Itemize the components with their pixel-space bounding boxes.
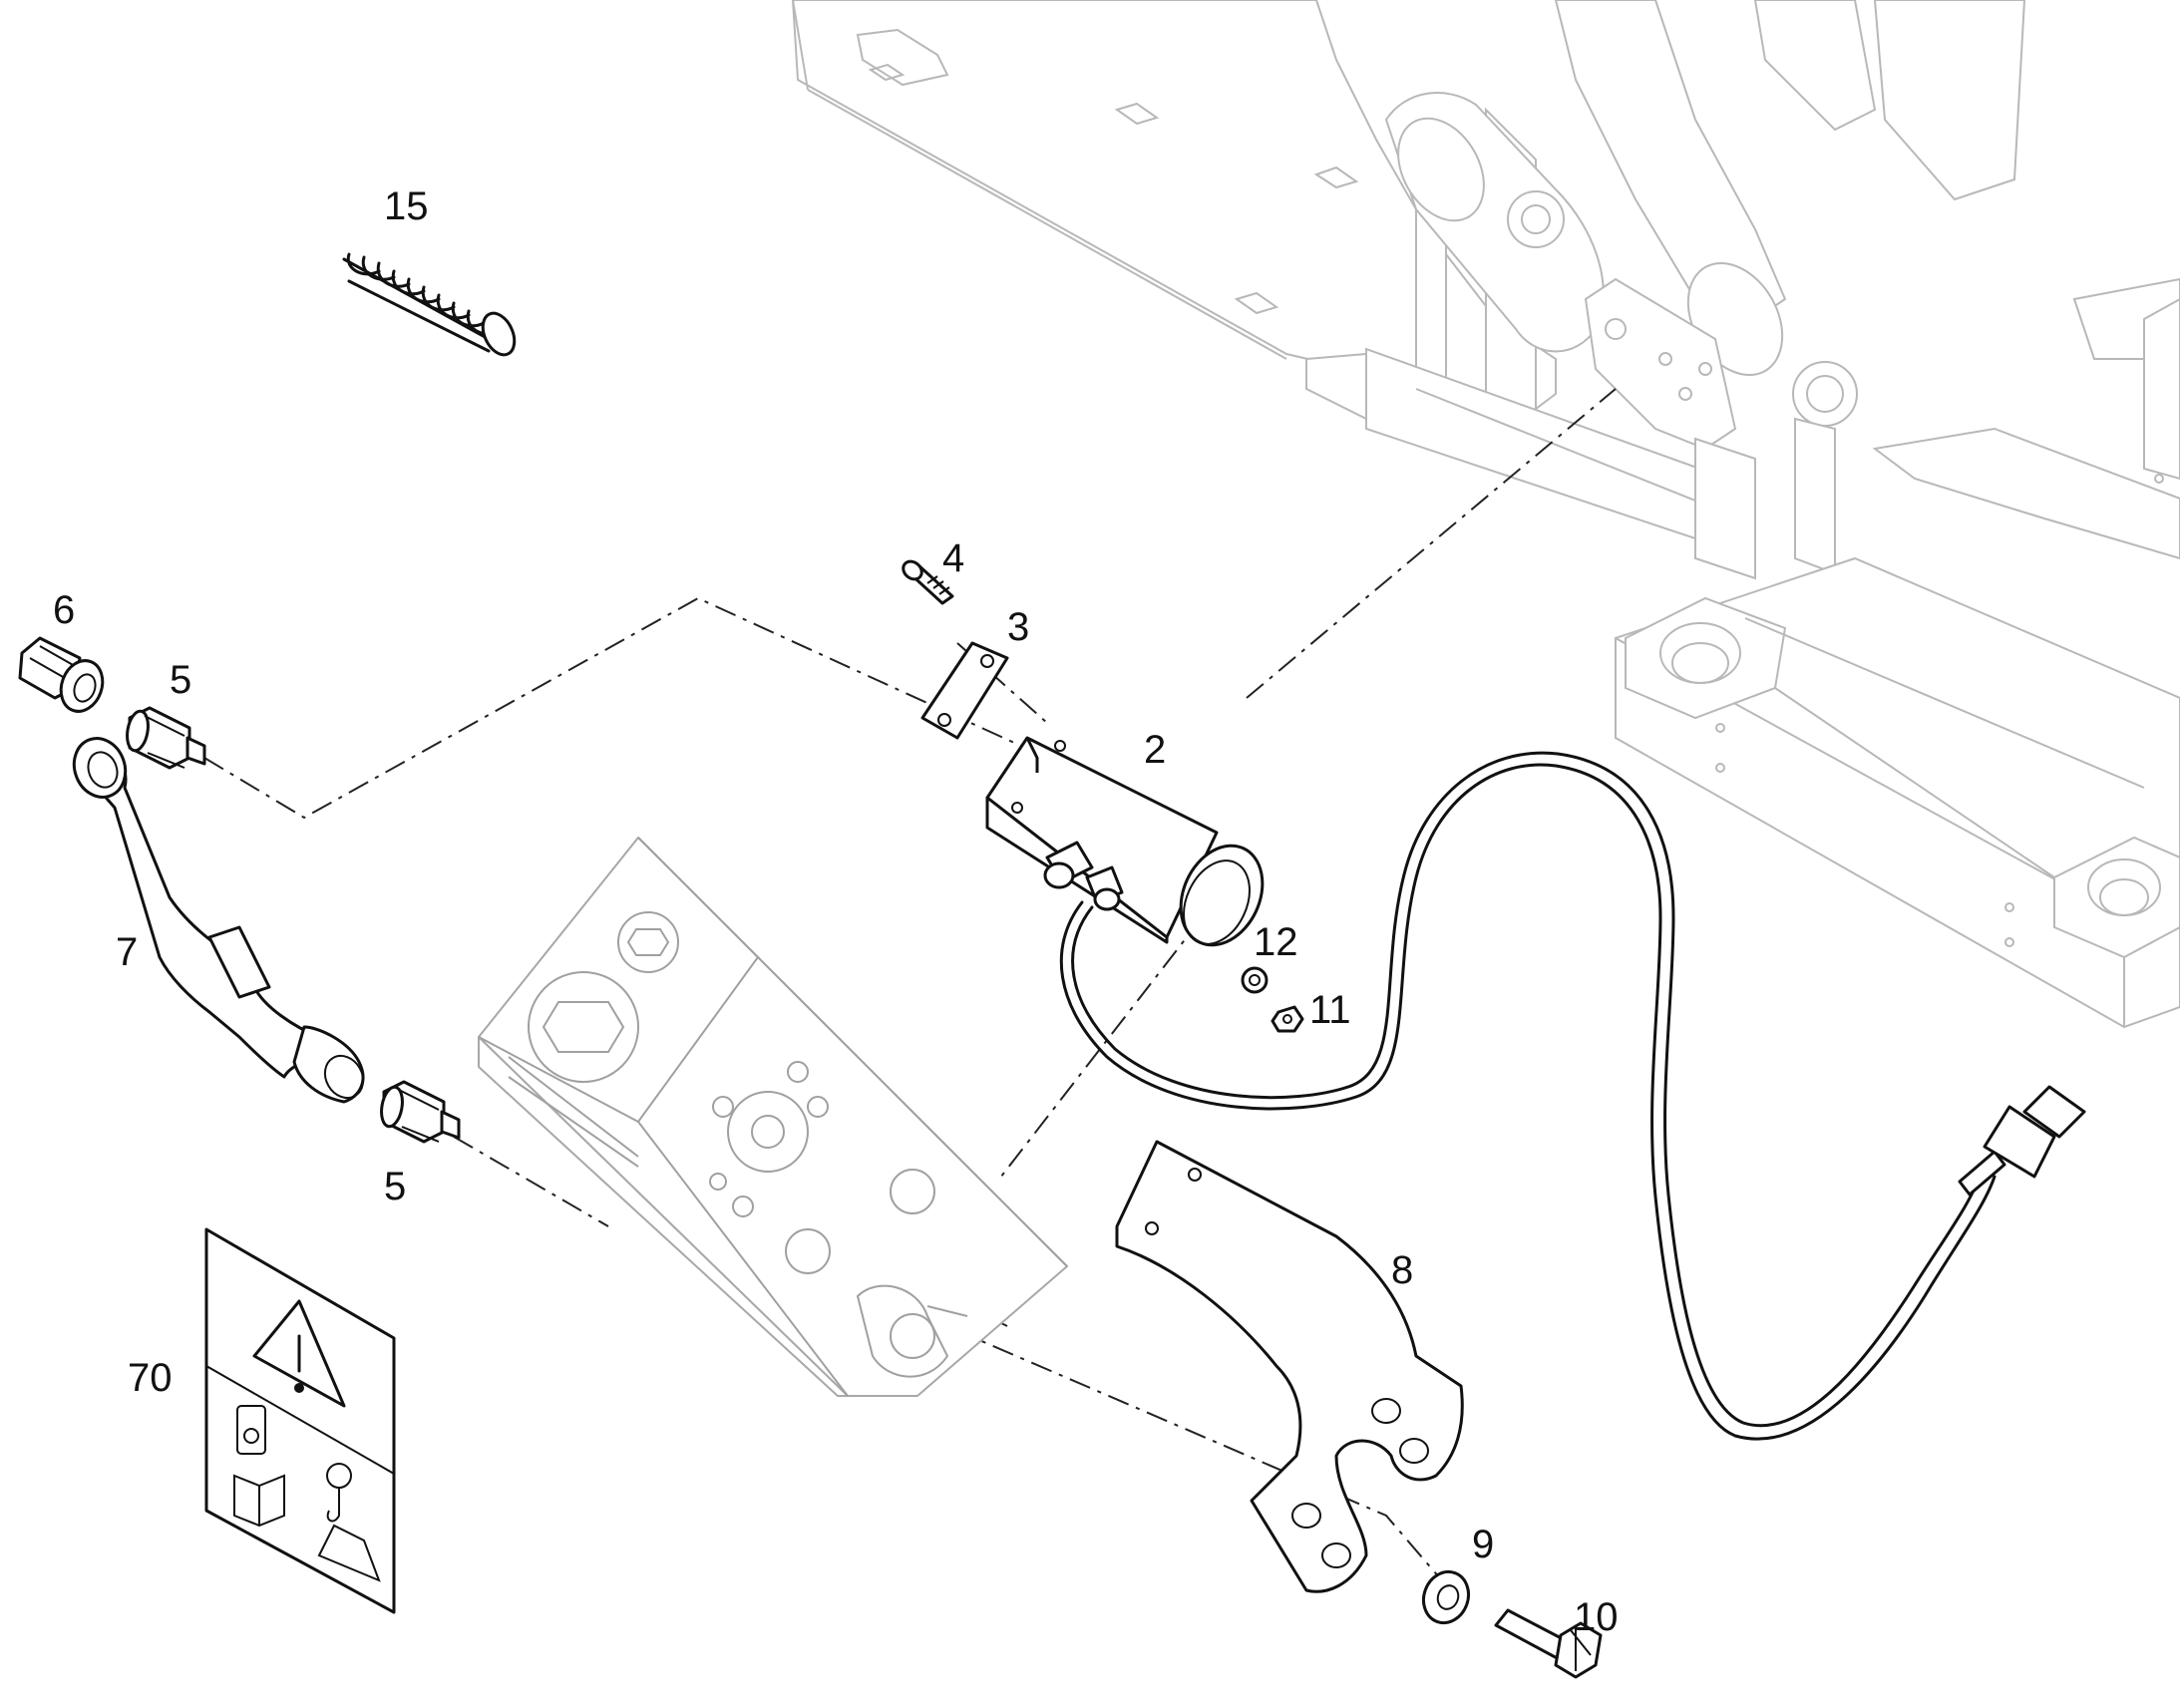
callout-7: 7 [116, 930, 138, 974]
solenoid-valve-part [985, 736, 1265, 947]
callout-12: 12 [1254, 920, 1298, 964]
callout-11: 11 [1309, 988, 1351, 1032]
nut-small-part [1271, 1005, 1304, 1033]
machine-frame-ghost [791, 0, 2180, 1029]
warning-label-part [204, 1227, 396, 1614]
callout-15: 15 [384, 184, 429, 228]
callout-10: 10 [1574, 1595, 1619, 1639]
callout-70: 70 [128, 1356, 173, 1400]
callout-2: 2 [1144, 728, 1166, 772]
spring-part [342, 252, 517, 357]
fitting-nut-part [18, 636, 105, 713]
cable-part [1059, 751, 2086, 1441]
hose-part [72, 737, 365, 1104]
hex-bolt-part [1494, 1608, 1603, 1679]
callout-3: 3 [1007, 605, 1029, 649]
plate-part [920, 641, 1009, 740]
callout-5-upper: 5 [170, 658, 191, 702]
callout-labels: 15 4 3 2 6 5 7 12 11 5 8 70 9 10 [53, 184, 1619, 1639]
adapter-part-lower [380, 1080, 461, 1144]
callout-8: 8 [1391, 1248, 1413, 1292]
bracket-part [1115, 1140, 1464, 1593]
callout-5-lower: 5 [384, 1165, 406, 1208]
bolt-part [902, 559, 954, 605]
washer-part [1421, 1569, 1471, 1625]
callout-4: 4 [942, 536, 964, 580]
callout-9: 9 [1472, 1523, 1494, 1566]
adapter-part-upper [126, 706, 206, 770]
washer-small-part [1241, 966, 1269, 994]
callout-6: 6 [53, 588, 75, 632]
valve-block [478, 837, 1068, 1397]
